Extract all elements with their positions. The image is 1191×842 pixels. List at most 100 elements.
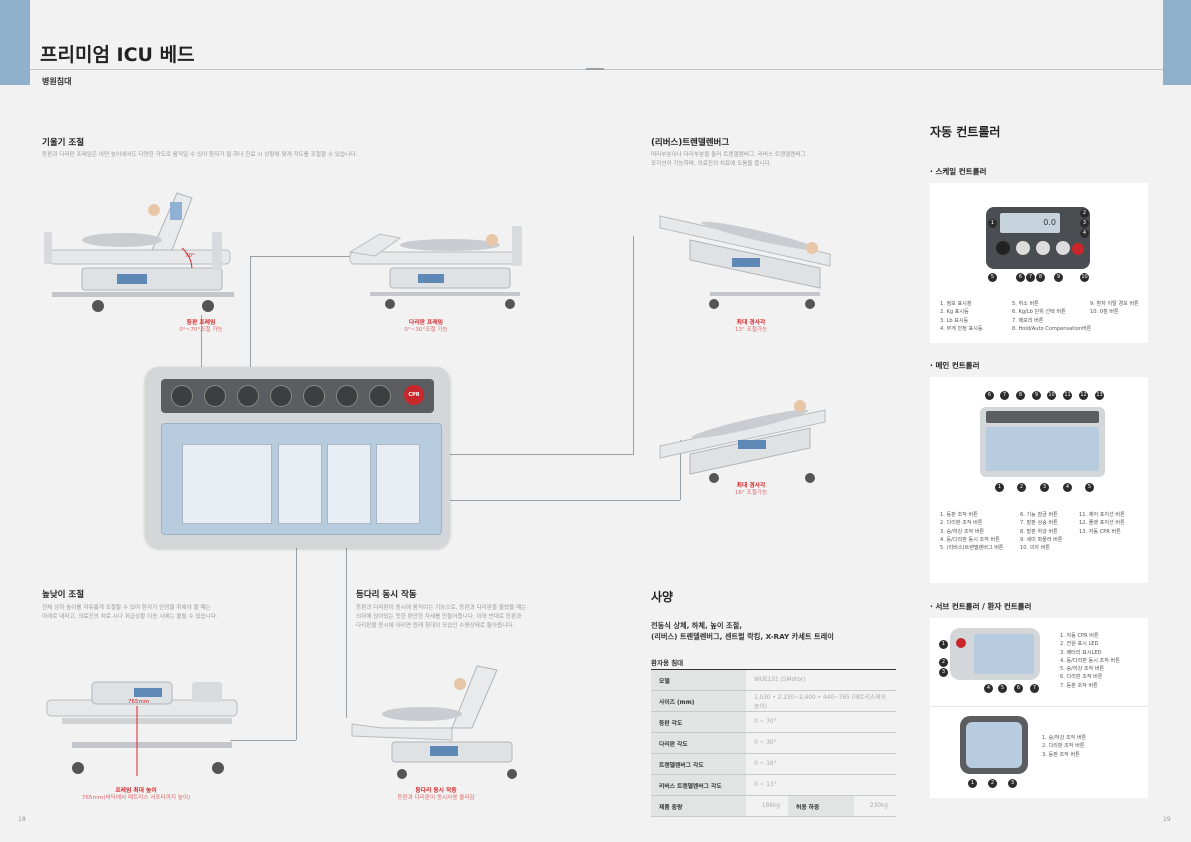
patient-ctrl-button-area	[966, 722, 1022, 768]
sub-ctrl-card: 1 2 3 4 5 6 7 1. 자동 CPR 버튼 2. 전원 표시 LED …	[930, 618, 1148, 798]
bed-image-leg-tilt	[348, 226, 522, 309]
marker-3: 3	[1080, 219, 1089, 228]
spec-value: 0 ~ 70°	[746, 711, 896, 733]
legend-item: 5. 승/하강 조작 버튼	[1060, 666, 1105, 673]
bed-image-height	[46, 681, 238, 776]
leg-caption-sub: 0°~30°조절 가능	[404, 327, 448, 333]
unit-icon[interactable]	[1016, 241, 1030, 255]
sync-caption-title: 등다리 동시 작동	[415, 788, 457, 794]
lock-icon[interactable]	[171, 385, 193, 407]
spec-summary-2: (리버스) 트렌델렌버그, 센트럴 락킹, X-RAY 카세트 트레이	[651, 632, 834, 641]
marker-4: 4	[984, 684, 993, 693]
marker-8: 8	[1036, 273, 1045, 282]
marker-2: 2	[939, 658, 948, 667]
bed-image-rtrend	[659, 400, 826, 483]
sub-legend-1: 1. 자동 CPR 버튼 2. 전원 표시 LED 3. 배터리 표시LED 4…	[1060, 632, 1120, 690]
memory-icon[interactable]	[1036, 241, 1050, 255]
legend-item: 10. 0점 버튼	[1090, 309, 1119, 316]
marker-3: 3	[1008, 779, 1017, 788]
hold-icon[interactable]	[1056, 241, 1070, 255]
legend-item: 1. 등판 조작 버튼	[940, 512, 978, 518]
marker-7: 7	[1026, 273, 1035, 282]
trend-caption-title: 최대 경사각	[736, 320, 766, 326]
position-icon[interactable]	[336, 385, 358, 407]
marker-6: 6	[1016, 273, 1025, 282]
marker-4: 4	[1063, 483, 1072, 492]
connector-height	[296, 548, 297, 740]
main-legend-col3: 11. 제어 포지션 버튼 12. 플랫 포지션 버튼 13. 자동 CPR 버…	[1079, 511, 1125, 536]
patient-ctrl-device	[960, 716, 1028, 774]
legend-item: 8. Hold/Auto Compensation버튼	[1012, 325, 1092, 332]
sub-ctrl-title-text: 서브 컨트롤러 / 환자 컨트롤러	[935, 602, 1032, 611]
sync-control-button[interactable]	[327, 444, 371, 524]
legend-item: 6. Kg/Lb 단위 선택 버튼	[1012, 309, 1066, 316]
marker-10: 10	[1047, 391, 1056, 400]
scale-legend-col2: 5. 취소 버튼 6. Kg/Lb 단위 선택 버튼 7. 메모리 버튼 8. …	[1012, 300, 1091, 333]
height-label: 765mm	[128, 699, 150, 705]
marker-9: 9	[1054, 273, 1063, 282]
sub-ctrl-title: · 서브 컨트롤러 / 환자 컨트롤러	[930, 602, 1032, 611]
legend-item: 2. 다리판 조작 버튼	[940, 520, 983, 527]
sync-desc-3: 다리판을 동시에 내리면 원래 침대의 모습인 수평상태로 돌아옵니다.	[356, 623, 515, 629]
flat-icon[interactable]	[369, 385, 391, 407]
bed-image-sync	[351, 665, 517, 779]
connector-back	[201, 315, 202, 367]
main-ctrl-device	[980, 407, 1105, 477]
scale-display: 0.0	[1000, 213, 1060, 233]
foot-up-icon[interactable]	[204, 385, 226, 407]
chair-icon[interactable]	[303, 385, 325, 407]
bed-image-trend	[659, 215, 831, 309]
marker-1: 1	[939, 640, 948, 649]
scale-legend-col1: 1. 정보 표시창 2. Kg 표시등 3. Lb 표시등 4. 무게 안정 표…	[940, 300, 983, 333]
trend-control-button[interactable]	[376, 444, 420, 524]
marker-12: 12	[1079, 391, 1088, 400]
spec-value: WUE151 (5Motor)	[746, 670, 896, 691]
marker-5: 5	[988, 273, 997, 282]
tilt-title: 기울기 조절	[42, 138, 85, 148]
panel-top-strip: CPR	[161, 379, 434, 413]
cpr-button[interactable]: CPR	[404, 385, 424, 405]
marker-10: 10	[1080, 273, 1089, 282]
height-caption-title: 프레임 최대 높이	[115, 788, 157, 794]
legend-item: 5. (리버스)트렌델렌버그 버튼	[940, 545, 1004, 552]
legend-item: 8. 발판 하강 버튼	[1020, 528, 1058, 535]
zero-icon[interactable]	[1072, 243, 1084, 255]
spec-key: 사이즈 (mm)	[651, 690, 746, 712]
sub-ctrl-button-area	[974, 634, 1034, 674]
height-title: 높낮이 조절	[42, 590, 85, 600]
marker-2: 2	[1080, 209, 1089, 218]
height-control-button[interactable]	[278, 444, 322, 524]
main-ctrl-button-area	[986, 427, 1099, 471]
back-control-button[interactable]	[182, 444, 272, 524]
header-mid-mark	[586, 68, 604, 70]
cpr-icon[interactable]	[956, 638, 966, 648]
leg-caption-title: 다리판 프레임	[408, 320, 444, 326]
spec-key: 허용 하중	[788, 795, 854, 817]
marker-13: 13	[1095, 391, 1104, 400]
legend-item: 1. 자동 CPR 버튼	[1060, 633, 1099, 639]
semi-fowler-icon[interactable]	[270, 385, 292, 407]
marker-3: 3	[1040, 483, 1049, 492]
marker-6: 6	[985, 391, 994, 400]
main-legend-col2: 6. 기능 잠금 버튼 7. 발판 상승 버튼 8. 발판 하강 버튼 9. 세…	[1020, 511, 1063, 552]
foot-down-icon[interactable]	[237, 385, 259, 407]
spec-value: 0 ~ 30°	[746, 732, 896, 754]
legend-item: 7. 발판 상승 버튼	[1020, 520, 1058, 527]
height-caption-sub: 765mm(바닥에서 매트리스 서포터까지 높이)	[81, 795, 191, 801]
spec-key: 모델	[651, 670, 746, 691]
trend-desc-2: 포지션이 가능하며, 의료진의 치료에 도움을 줍니다.	[651, 161, 772, 167]
connector-sync	[346, 548, 347, 718]
spec-table-title: 환자용 침대	[651, 659, 684, 667]
legend-item: 7. 메모리 버튼	[1012, 317, 1044, 324]
legend-item: 10. 의자 버튼	[1020, 545, 1051, 552]
spec-key: 제품 중량	[651, 795, 746, 817]
scale-legend-col3: 9. 환자 이탈 경보 버튼 10. 0점 버튼	[1090, 300, 1139, 317]
spec-key: 등판 각도	[651, 711, 746, 733]
legend-item: 3. Lb 표시등	[940, 317, 969, 324]
legend-item: 2. 다리판 조작 버튼	[1042, 743, 1085, 750]
sync-desc-1: 등판과 다리판이 동시에 움직이는 기능으로, 등판과 다리판을 올렸을 때는	[356, 605, 527, 611]
marker-8: 8	[1016, 391, 1025, 400]
cancel-icon[interactable]	[996, 241, 1010, 255]
marker-6: 6	[1014, 684, 1023, 693]
